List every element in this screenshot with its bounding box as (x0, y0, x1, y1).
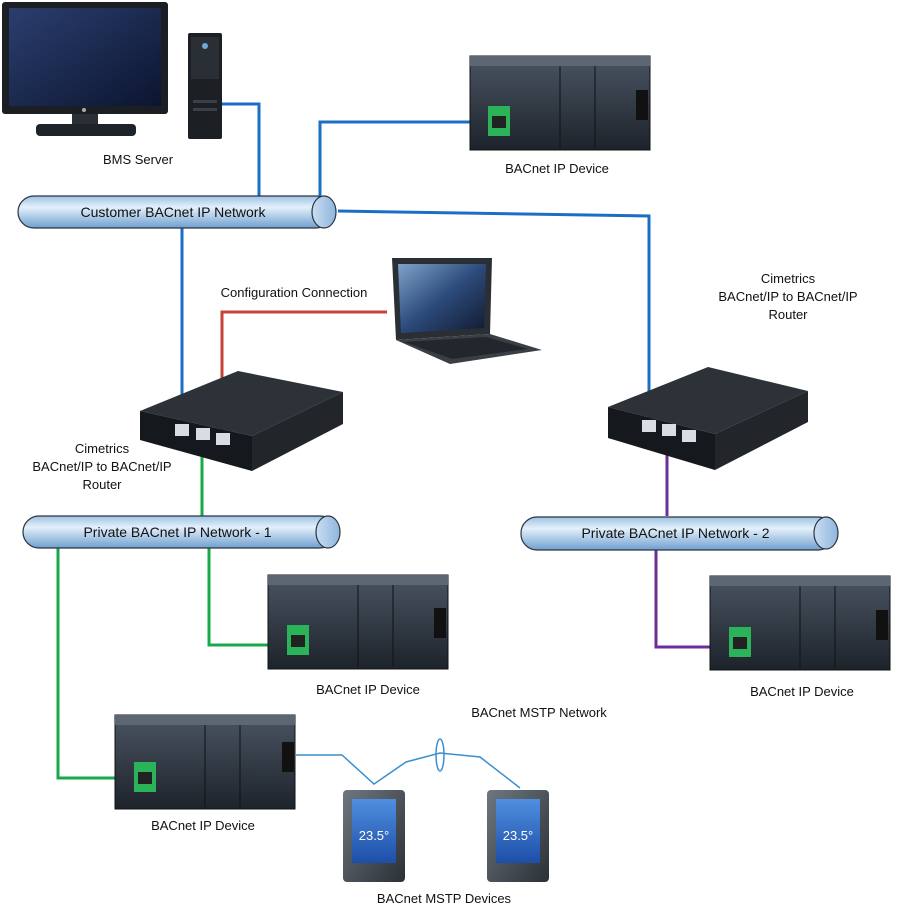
private-network-2-label: Private BACnet IP Network - 2 (581, 525, 770, 541)
mstp-devices-label: BACnet MSTP Devices (376, 891, 512, 906)
customer-network-label: Customer BACnet IP Network (80, 204, 266, 220)
bms-server-label: BMS Server (102, 152, 174, 167)
mstp-cable-marker (435, 738, 445, 772)
router-2-label: Cimetrics BACnet/IP to BACnet/IP Router (703, 270, 873, 324)
bms-tower (188, 33, 222, 139)
device-mid-label: BACnet IP Device (316, 682, 420, 697)
link-device-to-customer (318, 120, 488, 196)
config-connection-label: Configuration Connection (220, 285, 368, 300)
router-2-label-line3: Router (768, 307, 808, 322)
link-mstp-main (296, 752, 521, 789)
mstp-links (296, 738, 521, 789)
thermostat-2-reading: 23.5° (503, 828, 534, 843)
mstp-thermostat-1: 23.5° (343, 790, 405, 882)
mstp-thermostat-2: 23.5° (487, 790, 549, 882)
device-right-label: BACnet IP Device (750, 684, 854, 699)
router-1-label-line3: Router (82, 477, 122, 492)
bms-monitor (2, 2, 168, 136)
link-customer-to-router2 (337, 209, 651, 424)
router-2 (608, 367, 808, 470)
plc-device-top (469, 55, 651, 151)
customer-links (180, 102, 651, 428)
thermostat-1-reading: 23.5° (359, 828, 390, 843)
router-2-label-line1: Cimetrics (760, 271, 816, 286)
plc-device-mid (267, 574, 449, 670)
pipe-private-2 (520, 516, 839, 551)
plc-device-right (709, 575, 891, 671)
device-bottom-label: BACnet IP Device (151, 818, 255, 833)
private-network-1-label: Private BACnet IP Network - 1 (83, 524, 272, 540)
pipe-private-1 (22, 515, 341, 549)
router-1-label: Cimetrics BACnet/IP to BACnet/IP Router (17, 440, 187, 494)
pipe-customer (17, 195, 337, 229)
device-top-label: BACnet IP Device (505, 161, 609, 176)
link-private1-to-device-a (207, 546, 294, 647)
router-2-label-line2: BACnet/IP to BACnet/IP (718, 289, 858, 304)
laptop (392, 258, 542, 364)
router-1-label-line2: BACnet/IP to BACnet/IP (32, 459, 172, 474)
link-bms-to-customer (222, 102, 261, 196)
mstp-network-label: BACnet MSTP Network (471, 705, 607, 720)
router-1-label-line1: Cimetrics (74, 441, 130, 456)
link-private1-to-device-b (56, 546, 142, 780)
router-1 (140, 371, 343, 471)
plc-device-bottom (114, 714, 296, 810)
